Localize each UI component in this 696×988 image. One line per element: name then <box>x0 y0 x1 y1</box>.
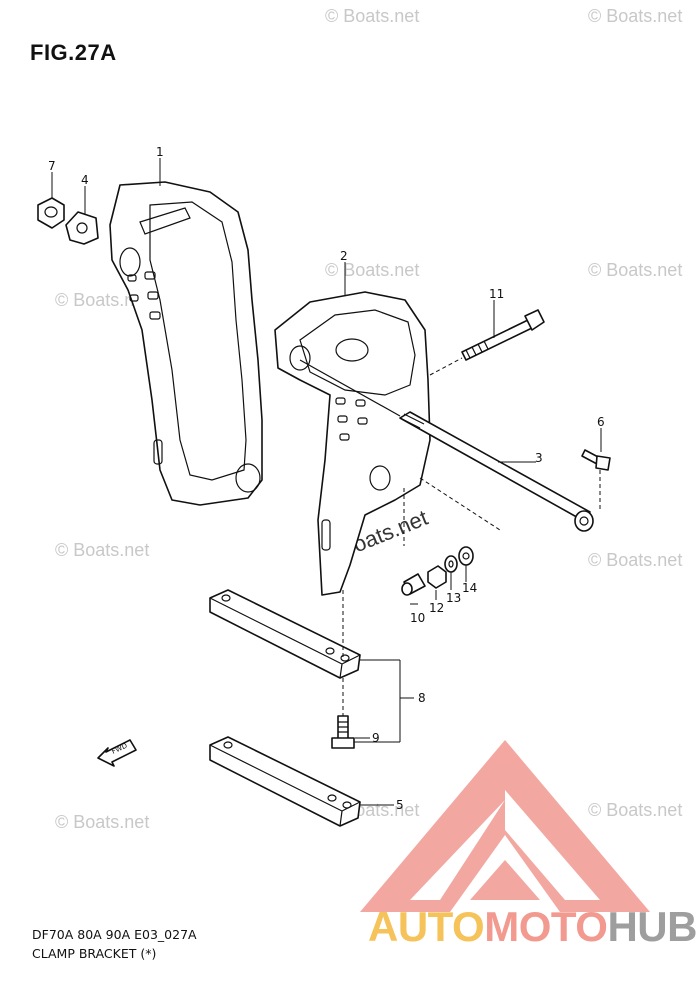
callout-7: 7 <box>48 159 56 173</box>
brand-logo-mark <box>360 740 650 912</box>
figure-title: FIG.27A <box>30 40 117 65</box>
watermark: © Boats.net <box>588 800 683 820</box>
part-4-plate <box>65 211 99 245</box>
callout-6: 6 <box>597 415 605 429</box>
part-3-shaft <box>299 359 594 532</box>
callout-9: 9 <box>372 731 380 745</box>
watermark: © Boats.net <box>325 6 420 26</box>
watermark: © Boats.net <box>55 540 150 560</box>
part-12-nut <box>427 565 447 589</box>
brand-wordmark: AUTOMOTOHUB <box>368 903 696 951</box>
model-code: DF70A 80A 90A E03_027A <box>32 927 197 942</box>
fwd-direction-arrow: FWD <box>97 739 137 767</box>
part-7-nut <box>37 197 65 229</box>
callout-2: 2 <box>340 249 348 263</box>
leader-lines <box>51 158 602 806</box>
watermark: © Boats.net <box>55 290 150 310</box>
brand-part-auto: AUTO <box>368 903 485 950</box>
watermark: © Boats.net <box>325 260 420 280</box>
watermark: © Boats.net <box>588 550 683 570</box>
part-5-lower-plate <box>209 736 361 827</box>
watermark: © Boats.net <box>588 260 683 280</box>
brand-part-hub: HUB <box>607 903 696 950</box>
diagram-caption: CLAMP BRACKET (*) <box>32 946 157 961</box>
watermark: © Boats.net <box>55 812 150 832</box>
callout-1: 1 <box>156 145 164 159</box>
callout-3: 3 <box>535 451 543 465</box>
callout-12: 12 <box>429 601 444 615</box>
part-10-bushing <box>401 573 426 596</box>
callout-13: 13 <box>446 591 461 605</box>
callout-11: 11 <box>489 287 504 301</box>
part-2-clamp-bracket-right <box>274 291 431 596</box>
callout-10: 10 <box>410 611 425 625</box>
callout-8: 8 <box>418 691 426 705</box>
part-13-washer <box>444 555 458 573</box>
callout-14: 14 <box>462 581 477 595</box>
part-8-upper-plate <box>209 589 361 679</box>
part-9-bolt <box>331 715 355 749</box>
part-11-bolt <box>461 309 545 361</box>
callout-5: 5 <box>396 798 404 812</box>
part-6-small-bolt <box>581 449 611 471</box>
part-1-clamp-bracket-left <box>109 181 263 506</box>
callout-4: 4 <box>81 173 89 187</box>
brand-part-moto: MOTO <box>484 903 608 950</box>
watermark: © Boats.net <box>588 6 683 26</box>
part-14-washer <box>458 546 474 566</box>
